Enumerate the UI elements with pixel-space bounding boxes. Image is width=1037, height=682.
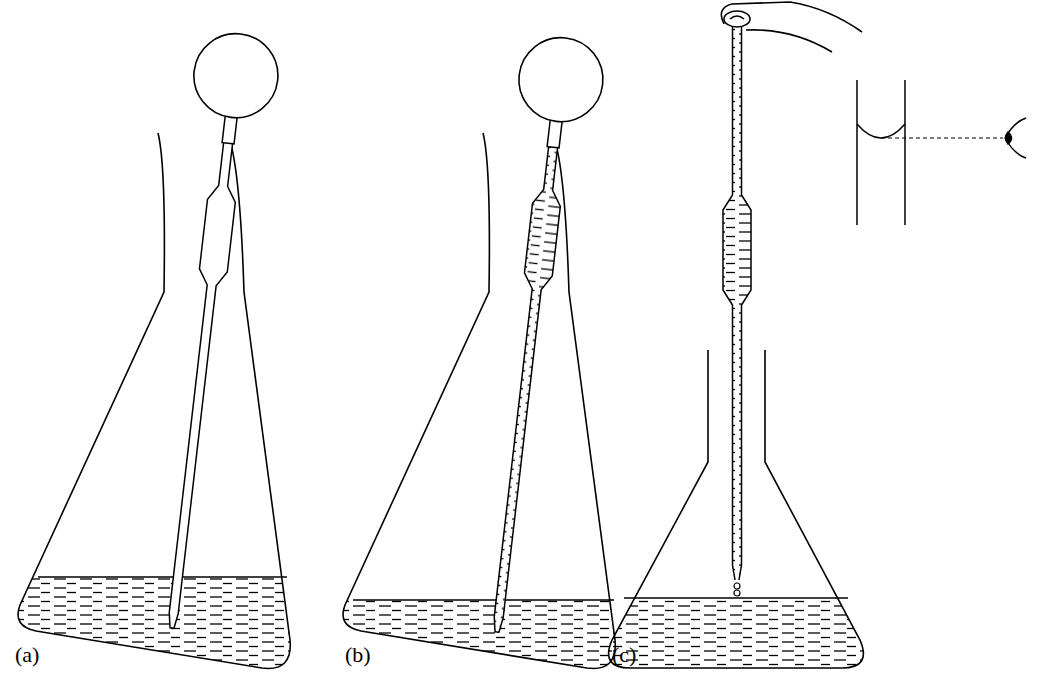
- hand: [721, 2, 862, 52]
- figure-label: (a): [15, 642, 39, 668]
- flask-b: [325, 133, 645, 682]
- meniscus-inset: [857, 80, 1026, 225]
- pipette-c: [717, 10, 757, 596]
- figure-label: (b): [345, 642, 371, 668]
- pipette-b: [455, 33, 607, 637]
- figure-label: (c): [612, 642, 636, 668]
- pipette-a: [130, 29, 282, 633]
- flask-a: [0, 133, 320, 682]
